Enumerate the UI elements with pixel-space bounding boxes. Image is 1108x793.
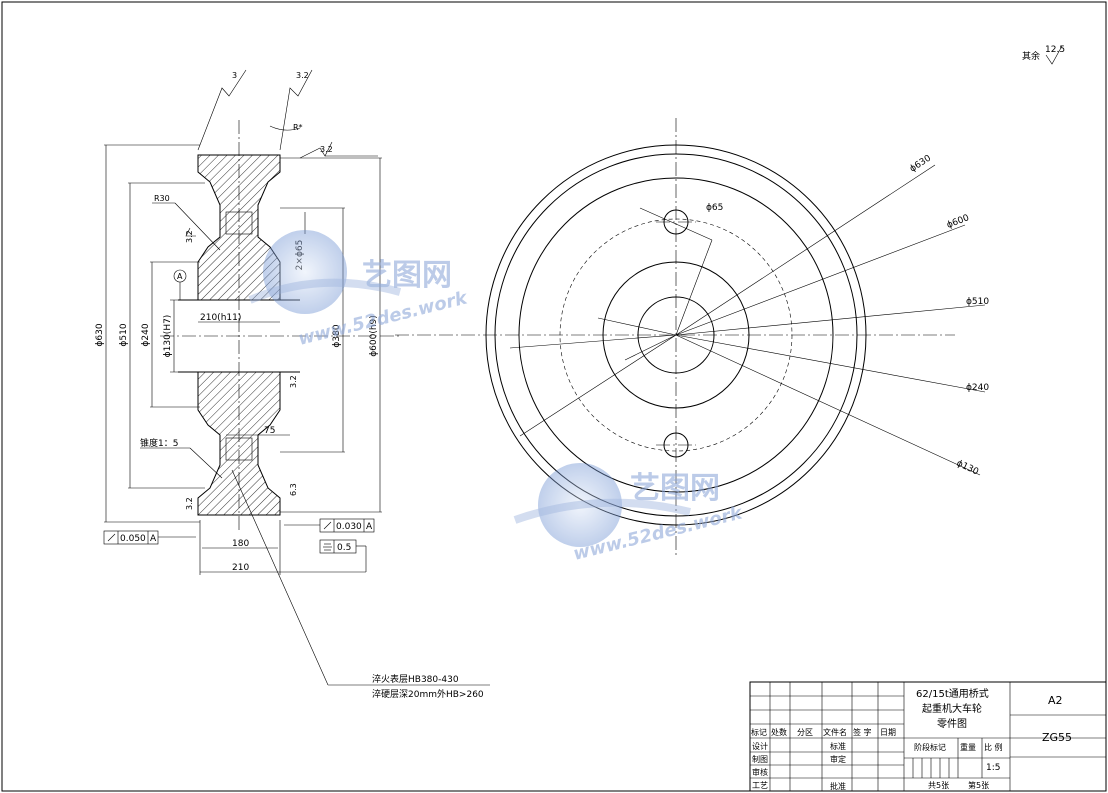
dim-d600: ϕ600(h9): [369, 315, 379, 357]
role-check: 审核: [752, 767, 768, 777]
dim-d240: ϕ240: [141, 323, 151, 346]
rev-header-sign: 签 字: [853, 727, 872, 737]
dim-d380: ϕ380: [332, 324, 342, 347]
role-design: 设计: [752, 741, 768, 751]
runout-right-datum: A: [366, 522, 373, 532]
roughness-left1: 3.2: [185, 230, 194, 243]
roughness-top2: 3.2: [296, 71, 309, 80]
circle-d130: [637, 296, 715, 374]
watermark-brand-left: 艺图网: [362, 258, 452, 293]
total-sheets: 共5张: [928, 781, 949, 790]
taper-label: 锥度1：5: [140, 437, 178, 449]
role-approve: 批准: [830, 781, 846, 791]
angle-label: R*: [293, 123, 303, 132]
title-line-1: 62/15t通用桥式: [916, 687, 989, 700]
runout-left-datum: A: [150, 534, 157, 544]
title-line-3: 零件图: [937, 718, 967, 730]
watermark-brand-right: 艺图网: [630, 471, 720, 506]
label-d600: ϕ600: [945, 213, 970, 231]
circle-d380: [559, 218, 793, 452]
roughness-right2: 6.3: [289, 483, 298, 496]
note-hardness-surface: 淬火表层HB380-430: [372, 673, 459, 685]
rev-header-file: 文件名: [823, 727, 847, 737]
dim-w210h11: 210(h11): [200, 313, 241, 323]
rev-header-zone: 分区: [797, 728, 813, 737]
symmetry-tolerance: 0.5: [290, 539, 367, 573]
scale-label: 比 例: [984, 742, 1003, 752]
label-d510: ϕ510: [966, 297, 989, 307]
rev-header-mark: 标记: [751, 727, 767, 737]
circle-d600: [494, 153, 858, 517]
dim-d130: ϕ130(H7): [163, 315, 173, 358]
dim-r30: R30: [154, 194, 170, 203]
circle-d510: [518, 177, 834, 493]
label-d130: ϕ130: [955, 459, 980, 478]
roughness-note-value: 12.5: [1045, 45, 1065, 55]
stage-label: 阶段标记: [914, 742, 946, 752]
label-d240: ϕ240: [966, 383, 989, 393]
runout-right-value: 0.030: [336, 522, 362, 532]
label-d65: ϕ65: [706, 203, 723, 213]
title-line-2: 起重机大车轮: [922, 702, 982, 715]
rev-header-count: 处数: [771, 727, 787, 737]
roughness-left2: 3.2: [185, 497, 194, 510]
note-hardness-depth: 淬硬层深20mm外HB>260: [372, 688, 484, 700]
material-label: ZG55: [1042, 731, 1072, 744]
general-roughness-note: 其余 12.5: [1022, 45, 1065, 65]
runout-tolerance-right: 0.030 A: [284, 518, 375, 533]
role-process: 工艺: [752, 781, 768, 790]
circle-d240: [602, 261, 750, 409]
title-block: 标记 处数 分区 文件名 签 字 日期 设计 制图 审核 工艺 标准 审定 批准…: [749, 681, 1107, 792]
dim-w75: 75: [264, 426, 275, 436]
dim-w210: 210: [232, 563, 249, 573]
role-review: 审定: [830, 754, 846, 764]
weight-label: 重量: [960, 742, 976, 752]
circle-d630: [485, 144, 867, 526]
roughness-top1: 3: [232, 71, 237, 80]
roughness-top3: 3.2: [320, 145, 333, 154]
roughness-note-label: 其余: [1022, 50, 1040, 62]
rev-header-date: 日期: [880, 728, 896, 737]
dim-w180: 180: [232, 539, 249, 549]
role-standard: 标准: [830, 741, 846, 751]
role-draw: 制图: [752, 754, 768, 764]
scale-value: 1:5: [986, 763, 1000, 773]
sheet-size: A2: [1048, 694, 1063, 707]
watermark-left: 艺图网 www.52des.work: [248, 230, 470, 350]
section-lower: [197, 371, 281, 516]
symmetry-value: 0.5: [337, 543, 351, 553]
dim-d510: ϕ510: [119, 323, 129, 346]
label-d630: ϕ630: [908, 153, 933, 174]
revision-grid: 标记 处数 分区 文件名 签 字 日期 设计 制图 审核 工艺 标准 审定 批准: [750, 682, 1106, 791]
section-view: ϕ630 ϕ510 ϕ240 ϕ130(H7) ϕ380 ϕ600(h9) 2×…: [95, 69, 490, 700]
watermark-right: 艺图网 www.52des.work: [513, 463, 745, 565]
runout-tolerance-left: 0.050 A: [103, 530, 196, 545]
datum-a-symbol: A: [177, 272, 183, 281]
roughness-right1: 3.2: [289, 375, 298, 388]
sheet-number: 第5张: [968, 780, 989, 790]
runout-left-value: 0.050: [120, 534, 146, 544]
dim-d630: ϕ630: [95, 323, 105, 346]
